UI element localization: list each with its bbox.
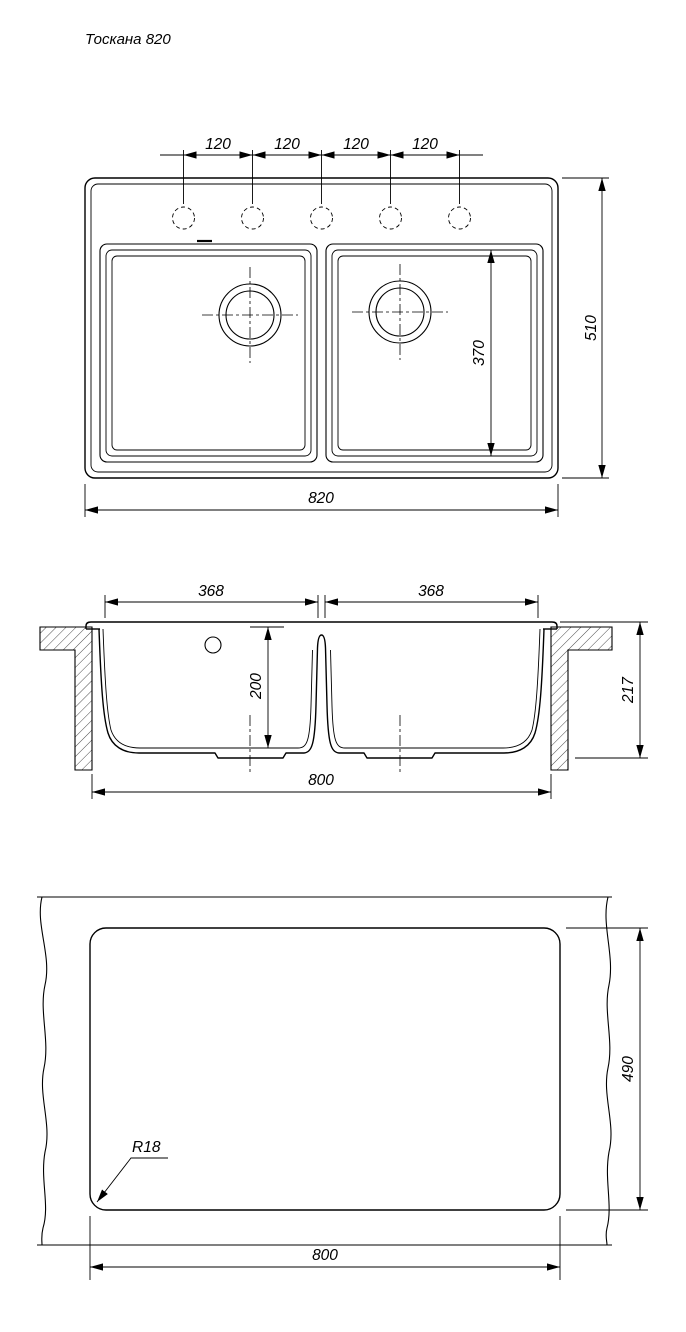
dim-bowl-depth: 200 [248,673,265,700]
dimension-bowl-depth: 200 [248,626,284,748]
faucet-hole-3 [310,206,333,230]
dimension-overall-height: 217 [560,621,648,759]
sink-rim-inner [90,183,553,473]
dimension-bowl-inner-depth: 370 [471,249,500,457]
dim-overall-depth: 510 [583,315,600,341]
sink-rim-section [85,621,558,629]
section-view: 368 368 200 217 800 [39,583,648,799]
dim-bowl-inner-depth: 370 [471,340,488,366]
dim-bowl-width-left: 368 [198,583,224,600]
faucet-hole-2 [241,206,264,230]
break-line-right [605,896,612,1246]
dim-hole-spacing-4: 120 [412,136,438,153]
break-line-left [39,896,48,1246]
faucet-holes [172,206,471,243]
cutout-outline [89,927,561,1211]
countertop-section-left [39,626,93,771]
left-bowl [99,243,318,463]
cutout-view: R18 490 800 [37,896,648,1280]
top-view: 120 120 120 120 510 370 820 [84,136,609,517]
right-bowl [325,243,544,463]
dimension-overall-depth: 510 [562,177,609,479]
faucet-hole-5 [448,206,471,230]
faucet-hole-4 [379,206,402,230]
sink-outline [84,177,559,479]
dimension-cutout-depth: 490 [566,927,648,1211]
bowl-profile-inner-left [102,628,313,749]
faucet-hole-1 [172,206,195,230]
drawing-title: Тоскана 820 [85,31,171,48]
dimension-bowl-width-right: 368 [324,583,539,618]
bowl-profile-inner-right [330,628,541,749]
overflow-hole [204,636,222,654]
dim-cutout-depth: 490 [620,1056,637,1082]
dim-hole-spacing-1: 120 [205,136,231,153]
dimension-bowl-width-left: 368 [104,583,319,618]
dim-hole-spacing-3: 120 [343,136,369,153]
dim-section-width: 800 [308,772,334,789]
dim-hole-spacing-2: 120 [274,136,300,153]
dim-bowl-width-right: 368 [418,583,444,600]
leader-corner-radius: R18 [96,1139,168,1203]
dimension-cutout-width: 800 [89,1216,561,1280]
dim-cutout-width: 800 [312,1247,338,1264]
dimension-section-width: 800 [91,772,552,799]
countertop-section-right [550,626,613,771]
bowl-profile-outer [98,628,545,759]
dim-corner-radius: R18 [132,1139,161,1156]
dim-overall-height: 217 [620,676,637,704]
dimension-overall-width: 820 [84,484,559,517]
dimension-hole-spacing: 120 120 120 120 [160,136,483,204]
dim-overall-width: 820 [308,490,334,507]
